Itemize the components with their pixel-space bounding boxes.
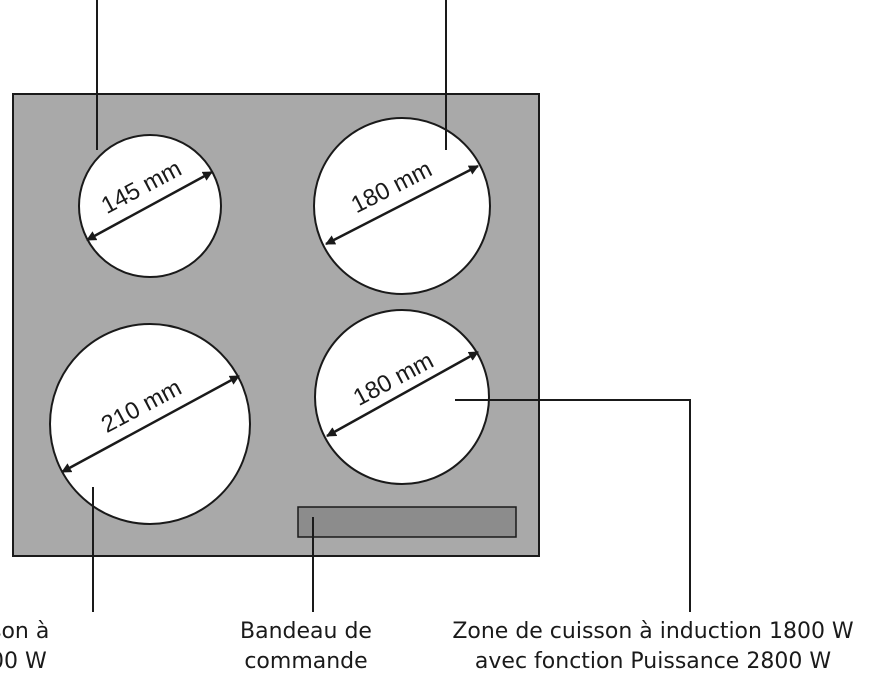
leader-line-bottom-right [455, 399, 691, 612]
control-panel-label-line1: Bandeau de [240, 619, 372, 644]
control-panel-label: Bandeau de commande [206, 617, 406, 677]
dimension-arrow-top-right [325, 164, 479, 246]
dimension-arrow-bottom-right [326, 350, 479, 438]
dimension-arrow-top-left [86, 170, 213, 242]
control-panel-label-line2: commande [244, 649, 368, 674]
zone-label-left-line1: son à [0, 619, 50, 644]
control-panel [297, 506, 517, 538]
dimension-arrow-bottom-left [61, 374, 240, 474]
zone-label-left: son à 00 W [0, 617, 120, 677]
zone-label-right-line2: avec fonction Puissance 2800 W [474, 649, 832, 674]
zone-label-right-line1: Zone de cuisson à induction 1800 W [452, 619, 854, 644]
zone-bottom-right [314, 309, 490, 485]
zone-label-right: Zone de cuisson à induction 1800 W avec … [410, 617, 896, 677]
zone-label-left-line2: 00 W [0, 649, 47, 674]
